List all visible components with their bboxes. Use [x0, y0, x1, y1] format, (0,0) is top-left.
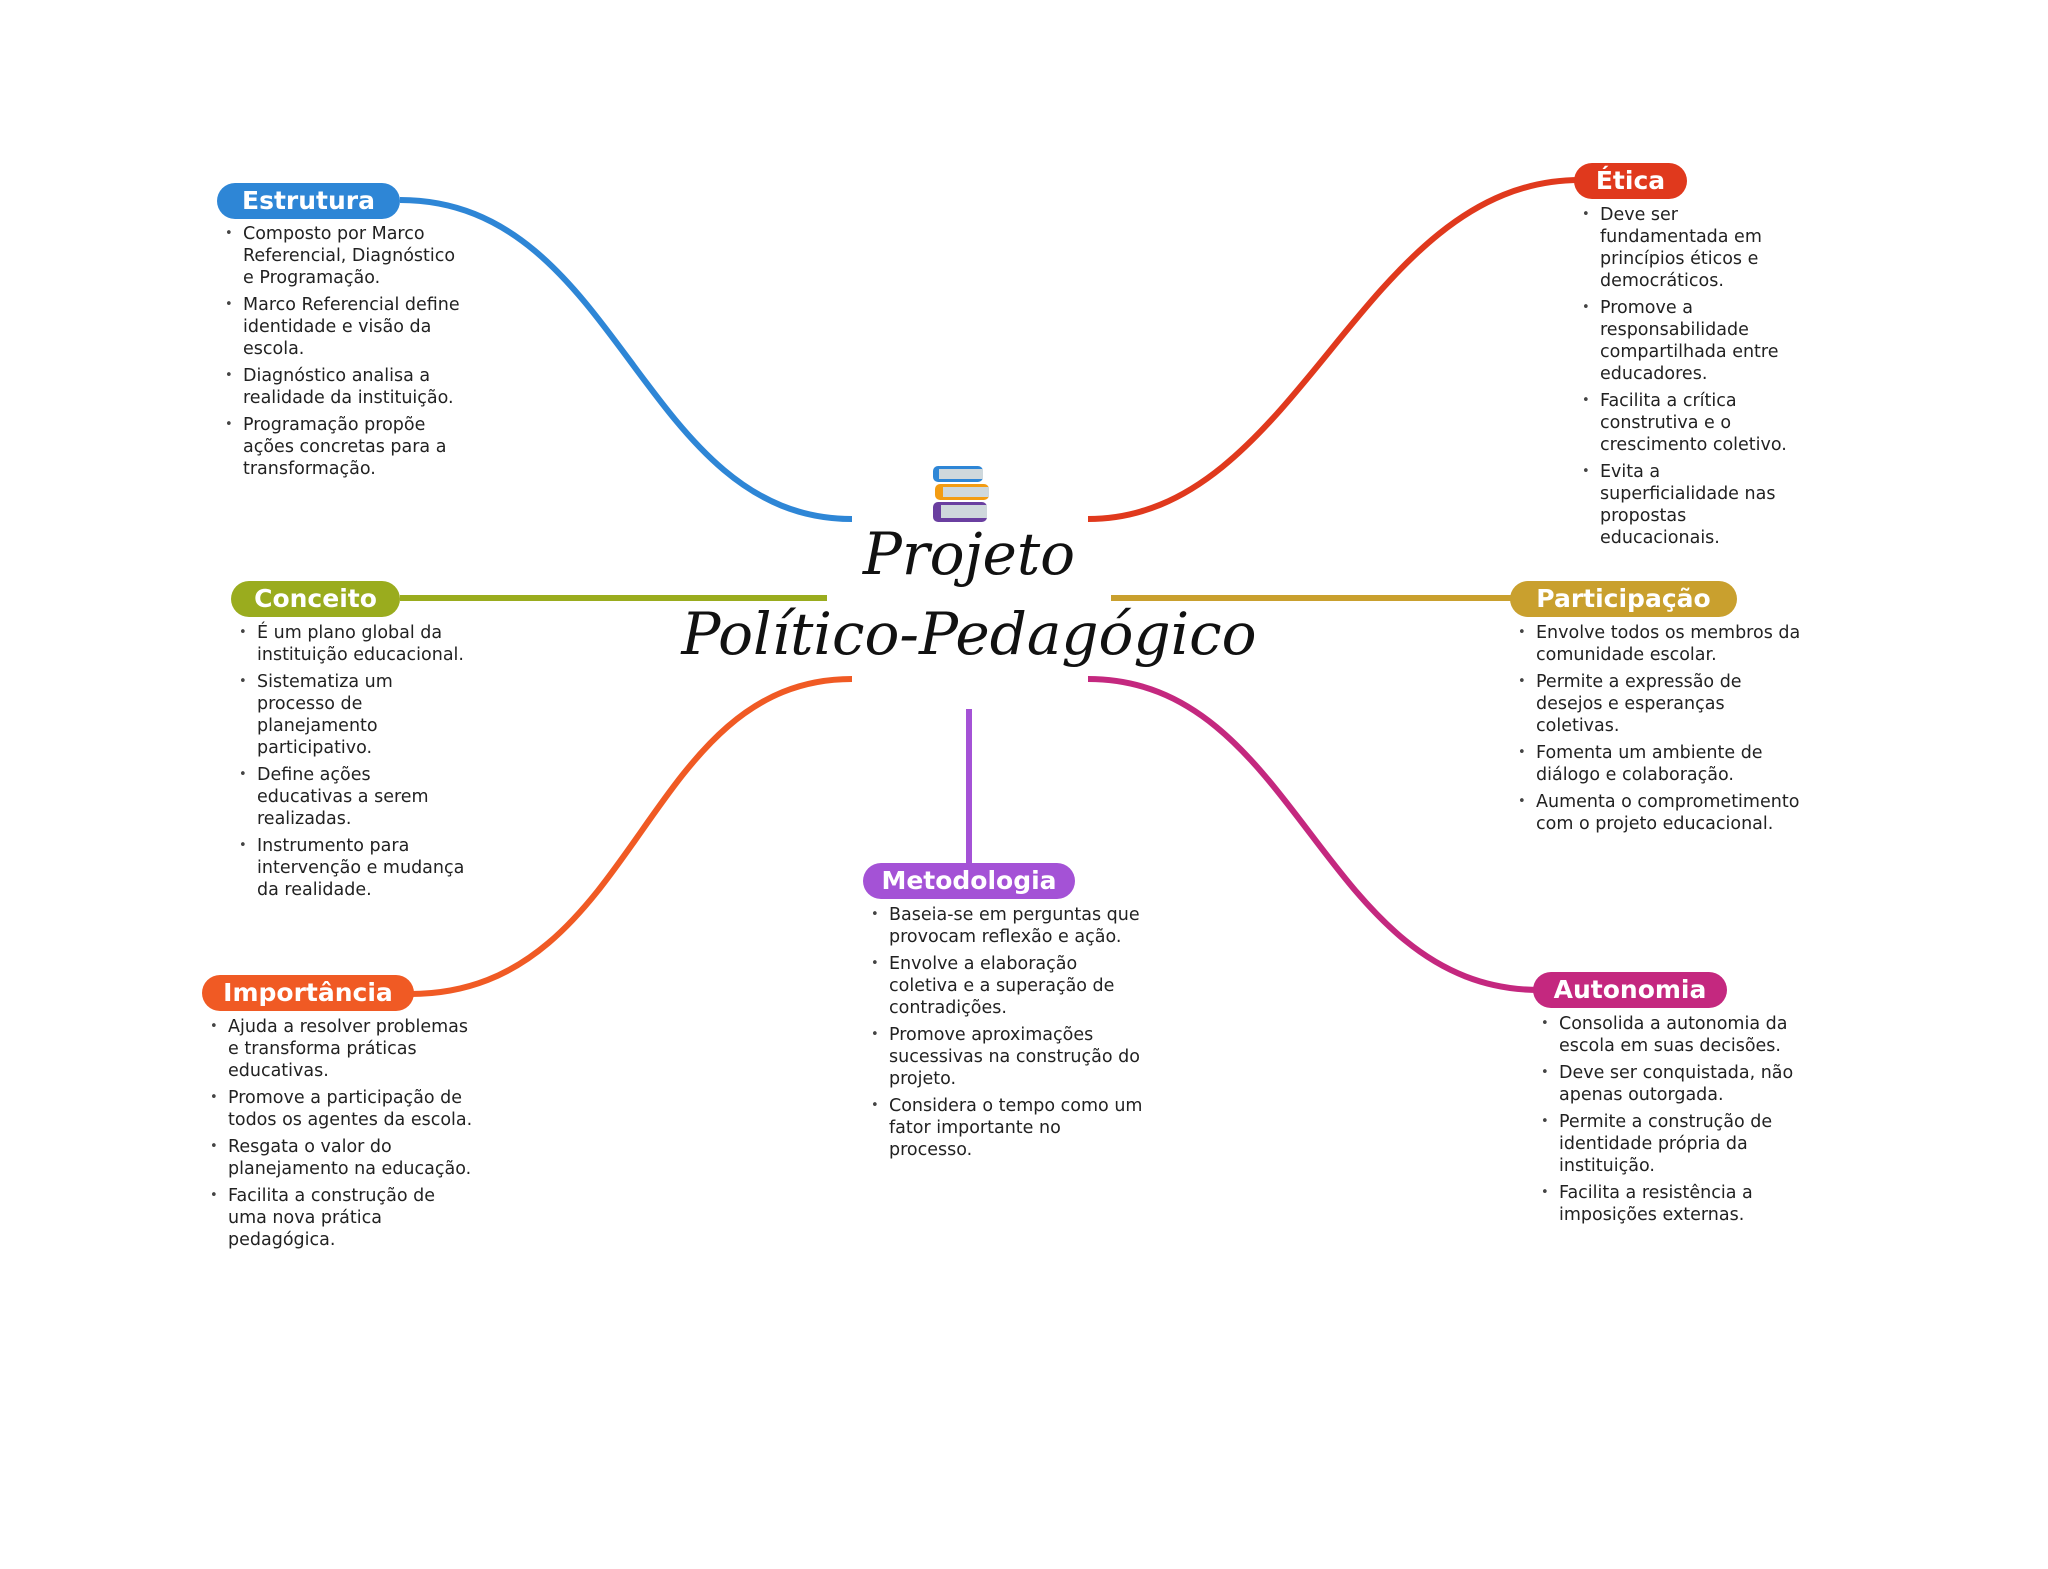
- topic-autonomia[interactable]: Autonomia: [1533, 972, 1727, 1008]
- topic-estrutura[interactable]: Estrutura: [217, 183, 400, 219]
- list-item: Permite a expressão de desejos e esperan…: [1518, 671, 1803, 737]
- topic-etica[interactable]: Ética: [1574, 163, 1687, 199]
- list-item: Ajuda a resolver problemas e transforma …: [210, 1016, 475, 1082]
- participacao-list: Envolve todos os membros da comunidade e…: [1518, 622, 1803, 840]
- list-item: Promove a participação de todos os agent…: [210, 1087, 475, 1131]
- list-item: Diagnóstico analisa a realidade da insti…: [225, 365, 465, 409]
- autonomia-list: Consolida a autonomia da escola em suas …: [1541, 1013, 1801, 1231]
- list-item: Deve ser fundamentada em princípios étic…: [1582, 204, 1792, 292]
- list-item: Programação propõe ações concretas para …: [225, 414, 465, 480]
- list-item: Envolve todos os membros da comunidade e…: [1518, 622, 1803, 666]
- topic-metodologia[interactable]: Metodologia: [863, 863, 1075, 899]
- list-item: Define ações educativas a serem realizad…: [239, 764, 469, 830]
- importancia-list: Ajuda a resolver problemas e transforma …: [210, 1016, 475, 1256]
- central-title-line2: Político-Pedagógico: [681, 600, 1257, 668]
- list-item: É um plano global da instituição educaci…: [239, 622, 469, 666]
- list-item: Resgata o valor do planejamento na educa…: [210, 1136, 475, 1180]
- topic-conceito[interactable]: Conceito: [231, 581, 400, 617]
- metodologia-list: Baseia-se em perguntas que provocam refl…: [871, 904, 1146, 1166]
- connector-etica: [1087, 177, 1581, 522]
- list-item: Sistematiza um processo de planejamento …: [239, 671, 469, 759]
- list-item: Promove aproximações sucessivas na const…: [871, 1024, 1146, 1090]
- estrutura-list: Composto por Marco Referencial, Diagnóst…: [225, 223, 465, 485]
- list-item: Facilita a crítica construtiva e o cresc…: [1582, 390, 1792, 456]
- list-item: Promove a responsabilidade compartilhada…: [1582, 297, 1792, 385]
- central-title-line1: Projeto: [862, 520, 1076, 588]
- connector-autonomia: [1087, 676, 1541, 993]
- connector-estrutura: [399, 197, 853, 522]
- list-item: Marco Referencial define identidade e vi…: [225, 294, 465, 360]
- list-item: Consolida a autonomia da escola em suas …: [1541, 1013, 1801, 1057]
- list-item: Envolve a elaboração coletiva e a supera…: [871, 953, 1146, 1019]
- etica-list: Deve ser fundamentada em princípios étic…: [1582, 204, 1792, 554]
- list-item: Evita a superficialidade nas propostas e…: [1582, 461, 1792, 549]
- list-item: Instrumento para intervenção e mudança d…: [239, 835, 469, 901]
- topic-participacao[interactable]: Participação: [1510, 581, 1737, 617]
- list-item: Facilita a construção de uma nova prátic…: [210, 1185, 475, 1251]
- connector-importancia: [409, 676, 853, 997]
- topic-importancia[interactable]: Importância: [202, 975, 414, 1011]
- list-item: Baseia-se em perguntas que provocam refl…: [871, 904, 1146, 948]
- list-item: Composto por Marco Referencial, Diagnóst…: [225, 223, 465, 289]
- conceito-list: É um plano global da instituição educaci…: [239, 622, 469, 906]
- list-item: Permite a construção de identidade própr…: [1541, 1111, 1801, 1177]
- list-item: Considera o tempo como um fator importan…: [871, 1095, 1146, 1161]
- books-icon: [933, 466, 989, 522]
- list-item: Fomenta um ambiente de diálogo e colabor…: [1518, 742, 1803, 786]
- list-item: Deve ser conquistada, não apenas outorga…: [1541, 1062, 1801, 1106]
- list-item: Facilita a resistência a imposições exte…: [1541, 1182, 1801, 1226]
- list-item: Aumenta o comprometimento com o projeto …: [1518, 791, 1803, 835]
